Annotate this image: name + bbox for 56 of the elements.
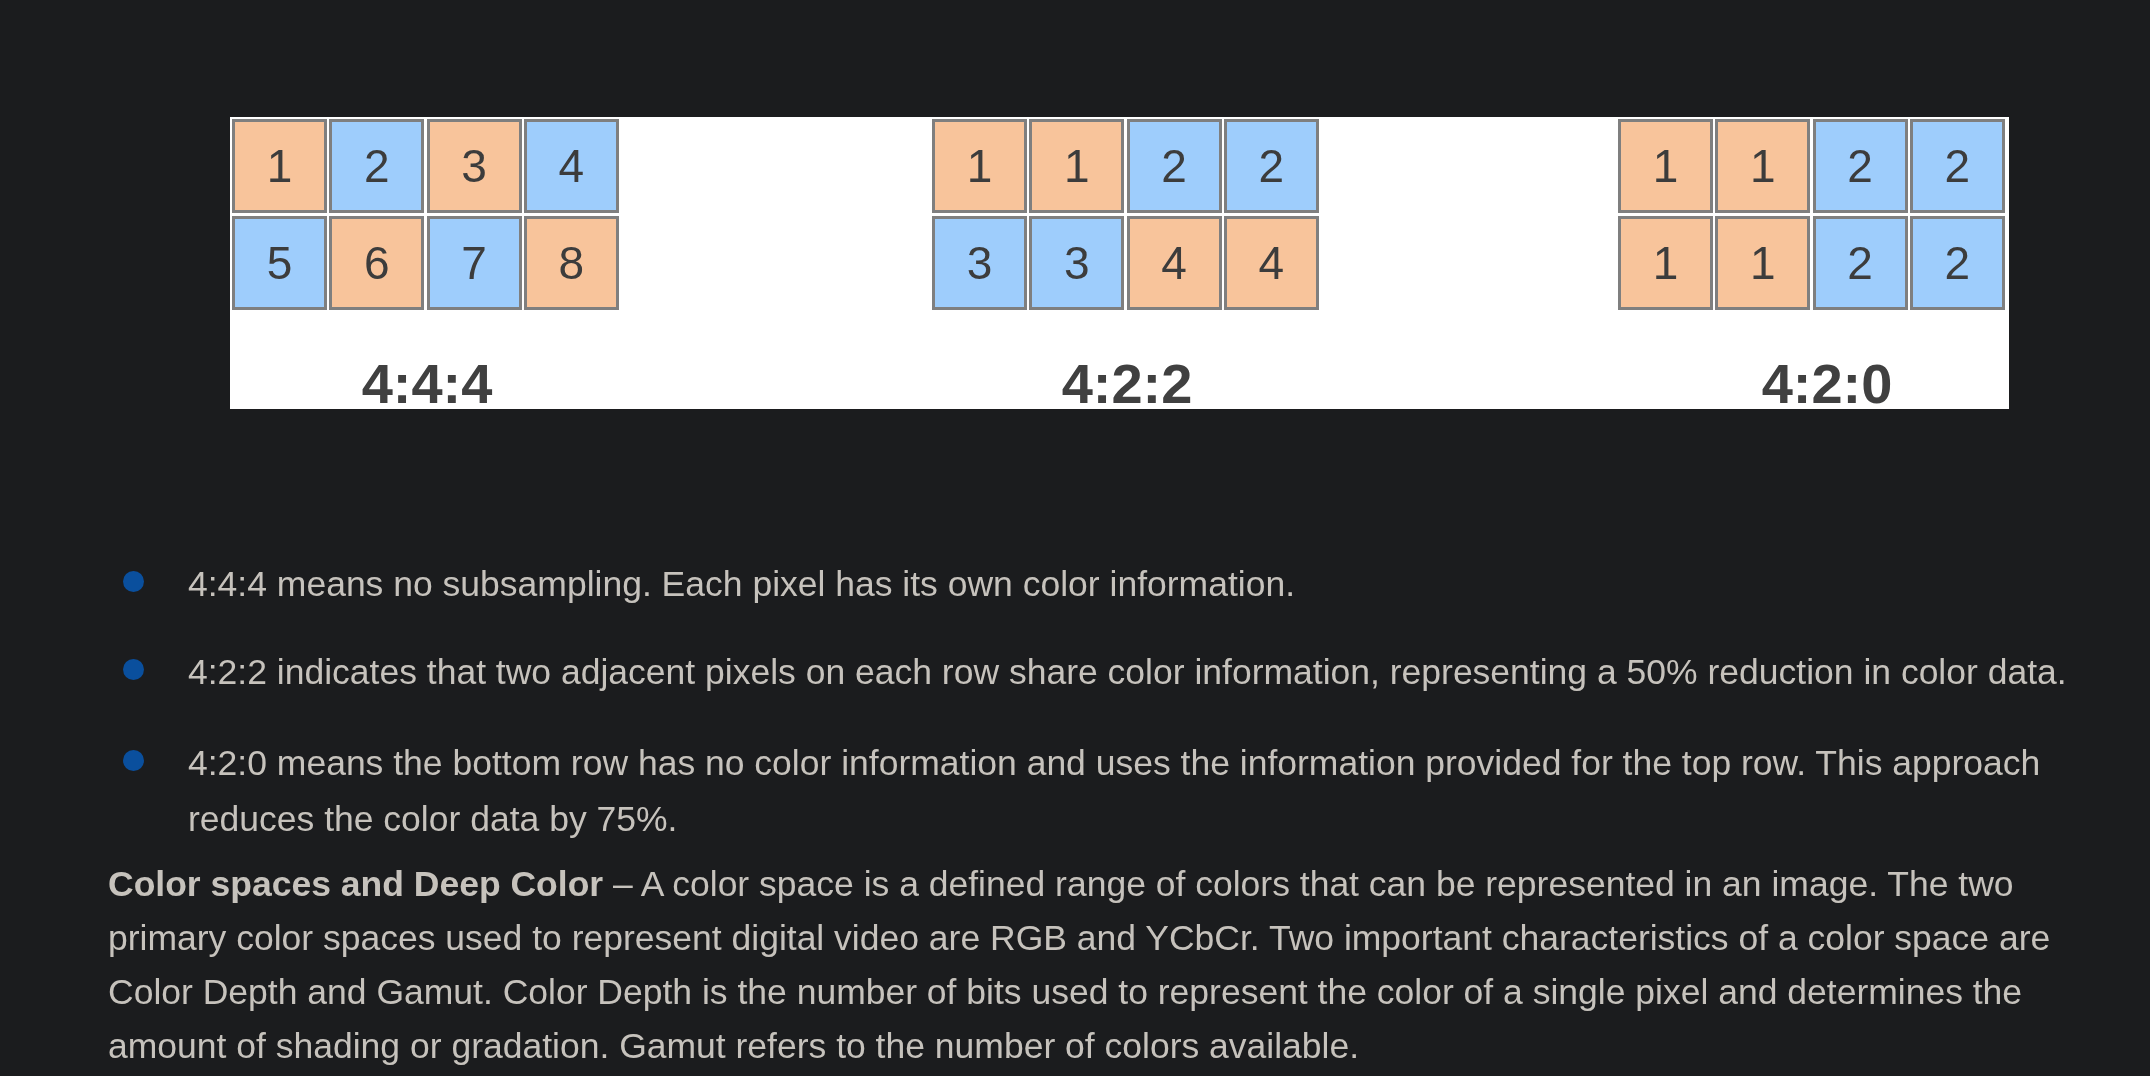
pixel-square (1909, 119, 2005, 213)
pixel-number: 7 (461, 239, 487, 286)
pixel-number: 2 (1944, 143, 1971, 189)
pixel-number: 2 (1944, 239, 1971, 286)
pixel-number: 4 (1161, 239, 1187, 286)
pixel-square (1223, 119, 1319, 213)
pixel-number: 3 (1064, 239, 1090, 286)
pixel-square (1812, 215, 1908, 310)
pixel-square (1126, 215, 1222, 310)
pixel-number: 4 (558, 143, 585, 189)
pixel-number: 3 (966, 239, 993, 286)
pixel-square (232, 215, 327, 310)
pixel-number: 8 (558, 239, 585, 286)
pixel-number: 1 (1652, 239, 1679, 286)
subsampling-ratio-label: 4:2:0 (1761, 362, 1893, 407)
pixel-square (523, 215, 619, 310)
pixel-number: 1 (266, 143, 293, 189)
pixel-number: 1 (1750, 143, 1776, 189)
pixel-square (426, 215, 522, 310)
pixel-square (1715, 215, 1811, 310)
pixel-square (1715, 119, 1811, 213)
pixel-number: 2 (1847, 143, 1873, 189)
pixel-square (1909, 215, 2005, 310)
pixel-square (1618, 119, 1713, 213)
pixel-number: 1 (1750, 239, 1776, 286)
subsampling-ratio-label: 4:4:4 (361, 362, 493, 407)
bullet-text: 4:2:2 indicates that two adjacent pixels on each row share color information, representing a 50% reduction in color data. (188, 651, 2068, 694)
pixel-square (232, 119, 327, 213)
pixel-square (426, 119, 522, 213)
subsampling-ratio-label: 4:2:2 (1061, 362, 1193, 407)
pixel-square (329, 119, 425, 213)
pixel-number: 4 (1258, 239, 1285, 286)
pixel-square (329, 215, 425, 310)
pixel-number: 1 (1652, 143, 1679, 189)
pixel-square (1029, 215, 1125, 310)
pixel-number: 2 (1258, 143, 1285, 189)
pixel-square (932, 215, 1027, 310)
pixel-number: 1 (1064, 143, 1090, 189)
pixel-square (1812, 119, 1908, 213)
pixel-number: 2 (364, 143, 390, 189)
paragraph-text: Color spaces and Deep Color – A color space is a defined range of colors that can be represented in an image. The two primary color spaces used to represent digital video are RGB and YCbCr. Two important characteristics of a color space are Color Depth and Gamut. Color Depth is the number of bits used to represent the color of a single pixel and determines the amount of shading or gradation. Gamut refers to the number of colors available. (108, 863, 2052, 1068)
pixel-square (932, 119, 1027, 213)
pixel-square (1618, 215, 1713, 310)
pixel-square (1126, 119, 1222, 213)
bullet-text: 4:4:4 means no subsampling. Each pixel has its own color information. (188, 563, 1296, 606)
diagram-panel (230, 117, 2009, 409)
pixel-number: 5 (266, 239, 293, 286)
pixel-number: 3 (461, 143, 487, 189)
pixel-number: 6 (364, 239, 390, 286)
pixel-number: 1 (966, 143, 993, 189)
pixel-number: 2 (1161, 143, 1187, 189)
pixel-square (1029, 119, 1125, 213)
pixel-number: 2 (1847, 239, 1873, 286)
pixel-square (1223, 215, 1319, 310)
bullet-text: 4:2:0 means the bottom row has no color information and uses the information provided for the top row. This approach reduces the color data by 75%. (188, 742, 2042, 841)
pixel-square (523, 119, 619, 213)
